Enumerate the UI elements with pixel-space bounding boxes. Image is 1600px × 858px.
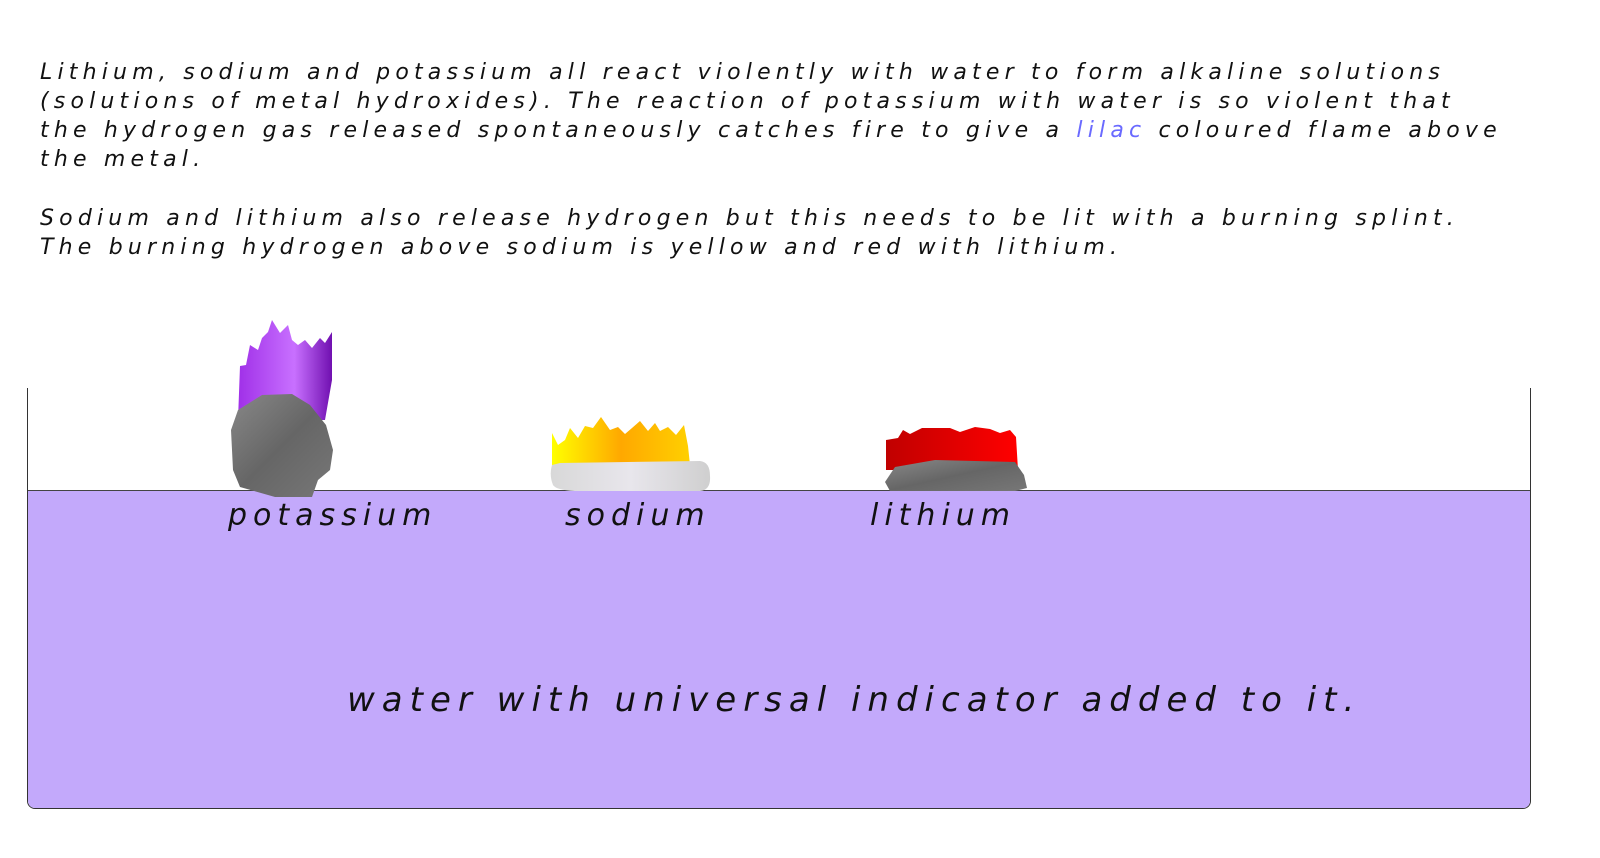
- intro-paragraph: Lithium, sodium and potassium all react …: [40, 58, 1502, 174]
- text: the hydrogen gas released spontaneously …: [40, 118, 1077, 143]
- lithium-flame: [886, 427, 1018, 470]
- intro-line: (solutions of metal hydroxides). The rea…: [40, 89, 1455, 114]
- water-label: water with universal indicator added to …: [347, 680, 1362, 720]
- sodium-flame: [552, 417, 690, 465]
- paragraph-line: The burning hydrogen above sodium is yel…: [40, 235, 1123, 260]
- sodium-rock: [550, 461, 711, 491]
- lithium-rock: [885, 460, 1027, 491]
- potassium-flame: [238, 320, 332, 420]
- water-tank: [27, 388, 1531, 809]
- intro-line: the metal.: [40, 147, 206, 172]
- text: coloured flame above: [1146, 118, 1502, 143]
- lilac-highlight: lilac: [1076, 118, 1147, 143]
- potassium-label: potassium: [228, 498, 438, 533]
- paragraph-line: Sodium and lithium also release hydrogen…: [40, 206, 1459, 231]
- intro-line: Lithium, sodium and potassium all react …: [40, 60, 1446, 85]
- intro-line: the hydrogen gas released spontaneously …: [40, 116, 1502, 145]
- water: [28, 490, 1530, 808]
- sodium-label: sodium: [565, 498, 711, 533]
- potassium-rock: [231, 394, 333, 497]
- lithium-label: lithium: [870, 498, 1017, 533]
- second-paragraph: Sodium and lithium also release hydrogen…: [40, 204, 1459, 262]
